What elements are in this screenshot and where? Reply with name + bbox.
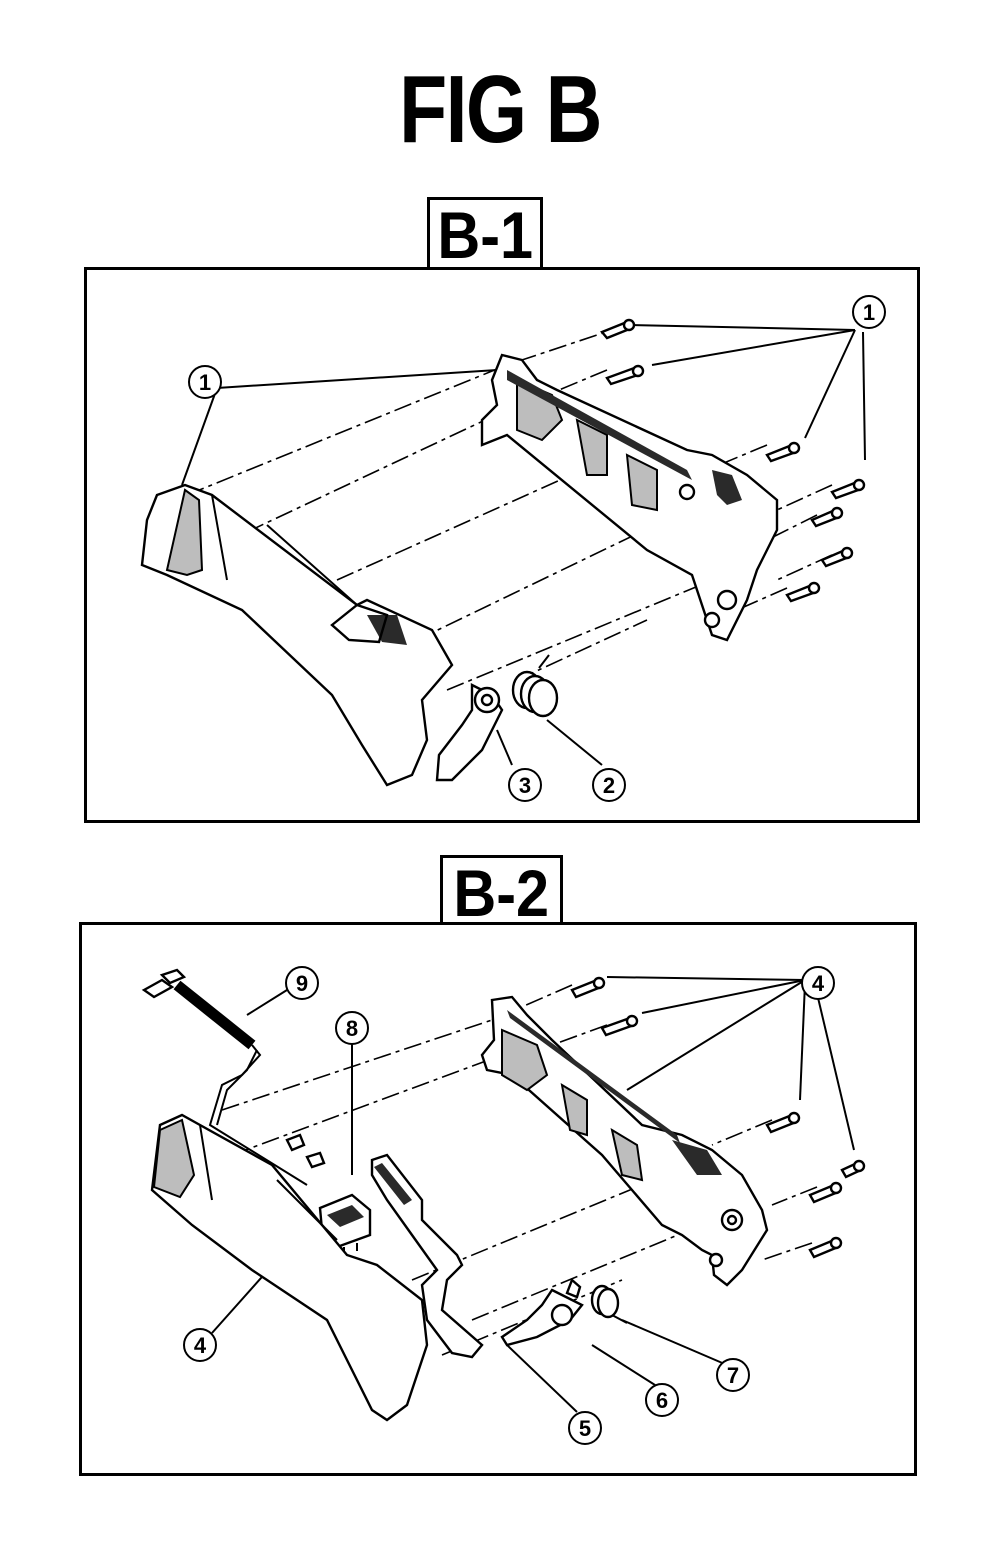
b2-left-handle-half xyxy=(150,1113,429,1422)
panel-b1: 1 1 2 3 xyxy=(84,267,920,823)
b1-leader-lines xyxy=(181,324,866,766)
panel-b1-label: B-1 xyxy=(437,198,533,272)
panel-b1-label-tab: B-1 xyxy=(427,197,543,274)
b2-wire-harness xyxy=(141,968,326,1186)
callout-9: 9 xyxy=(285,966,319,1000)
b1-right-handle-half xyxy=(480,353,779,642)
svg-text:3: 3 xyxy=(519,773,531,798)
b1-screws xyxy=(600,318,866,603)
b2-callouts: 9 8 4 4 5 6 7 xyxy=(183,966,835,1445)
b2-trigger xyxy=(500,1277,584,1347)
svg-text:8: 8 xyxy=(346,1016,358,1041)
callout-8: 8 xyxy=(335,1011,369,1045)
b2-lock-off-lever xyxy=(370,1153,484,1359)
callout-1-right: 1 xyxy=(852,295,886,329)
figure-title: FIG B xyxy=(399,56,602,163)
callout-3: 3 xyxy=(508,768,542,802)
callout-1-left: 1 xyxy=(188,365,222,399)
panel-b2-label: B-2 xyxy=(453,856,550,930)
svg-text:6: 6 xyxy=(656,1388,668,1413)
svg-text:7: 7 xyxy=(727,1363,739,1388)
b1-spring xyxy=(511,654,559,718)
callout-2: 2 xyxy=(592,768,626,802)
b1-trigger xyxy=(435,683,504,782)
b2-leader-lines xyxy=(211,976,855,1413)
callout-7: 7 xyxy=(716,1358,750,1392)
svg-text:1: 1 xyxy=(199,370,211,395)
b2-right-handle-half xyxy=(480,995,769,1287)
svg-text:5: 5 xyxy=(579,1416,591,1441)
b1-callouts: 1 1 2 3 xyxy=(188,295,886,802)
svg-text:9: 9 xyxy=(296,971,308,996)
callout-6: 6 xyxy=(645,1383,679,1417)
panel-b2-label-tab: B-2 xyxy=(440,855,563,928)
callout-4-left: 4 xyxy=(183,1328,217,1362)
svg-text:4: 4 xyxy=(812,971,825,996)
callout-4-right: 4 xyxy=(801,966,835,1000)
b1-left-handle-half xyxy=(140,483,454,787)
b2-spring xyxy=(590,1284,628,1324)
b2-screws xyxy=(570,976,866,1259)
svg-text:1: 1 xyxy=(863,300,875,325)
panel-b2-diagram: 9 8 4 4 5 6 7 xyxy=(141,966,866,1445)
callout-5: 5 xyxy=(568,1411,602,1445)
svg-text:2: 2 xyxy=(603,773,615,798)
svg-text:4: 4 xyxy=(194,1333,207,1358)
b2-switch xyxy=(318,1193,372,1255)
panel-b2: 9 8 4 4 5 6 7 xyxy=(79,922,917,1476)
panel-b1-diagram: 1 1 2 3 xyxy=(140,295,886,802)
